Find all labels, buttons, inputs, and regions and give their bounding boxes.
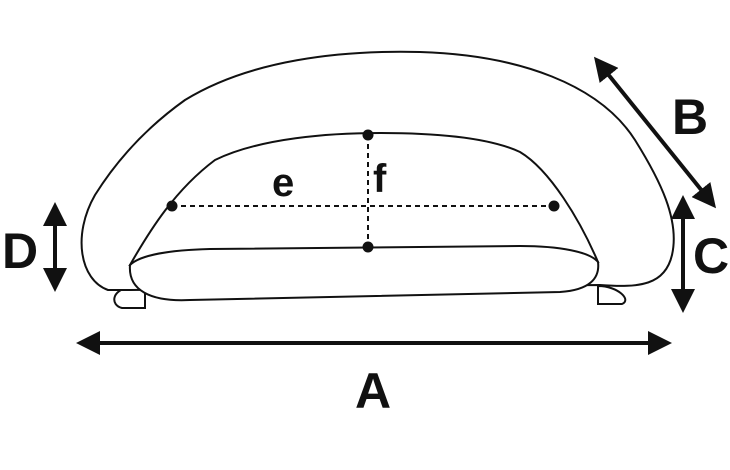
bed-inner-well: [128, 131, 600, 267]
label-c: C: [693, 228, 729, 284]
point-f-bottom: [362, 241, 374, 253]
dimension-b-arrow: [593, 56, 717, 209]
label-a: A: [355, 363, 391, 419]
label-f: f: [373, 157, 387, 201]
right-foot: [597, 284, 627, 305]
bed-front-cushion: [128, 244, 600, 302]
label-e: e: [272, 161, 294, 205]
label-b: B: [672, 89, 708, 145]
point-e-right: [548, 200, 560, 212]
point-f-top: [362, 129, 374, 141]
point-e-left: [166, 200, 178, 212]
label-d: D: [2, 223, 38, 279]
